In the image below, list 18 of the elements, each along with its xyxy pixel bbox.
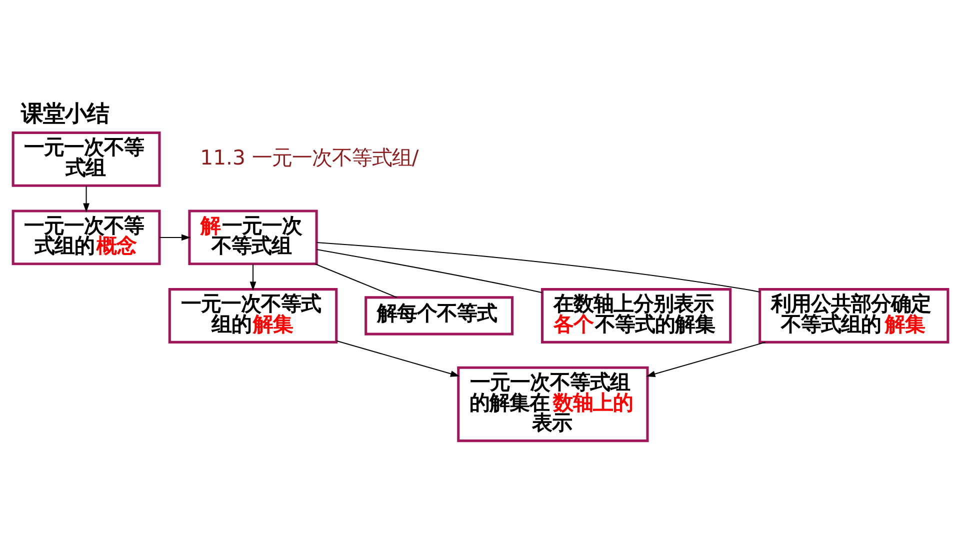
node-box: 一元一次不等式组的概念 <box>11 209 160 265</box>
arrow <box>249 264 256 290</box>
arrow <box>82 186 89 212</box>
node-box: 解一元一次不等式组 <box>188 209 318 265</box>
node-box: 一元一次不等式组 <box>11 130 160 186</box>
connector <box>316 248 542 293</box>
label: 11.3 一元一次不等式组/ <box>200 144 418 169</box>
arrow <box>159 234 190 240</box>
arrow <box>646 341 765 376</box>
node-box: 一元一次不等式组的解集在数轴上的表示 <box>456 366 648 442</box>
connector <box>316 241 760 292</box>
node-box: 解每个不等式 <box>364 296 514 335</box>
node-box: 一元一次不等式组的解集 <box>168 288 338 343</box>
connector <box>314 263 397 298</box>
node-box: 在数轴上分别表示各个不等式的解集 <box>540 288 732 343</box>
node-box: 利用公共部分确定不等式组的解集 <box>758 288 949 343</box>
arrow <box>336 340 460 376</box>
diagram-title: 课堂小结 <box>20 100 109 127</box>
